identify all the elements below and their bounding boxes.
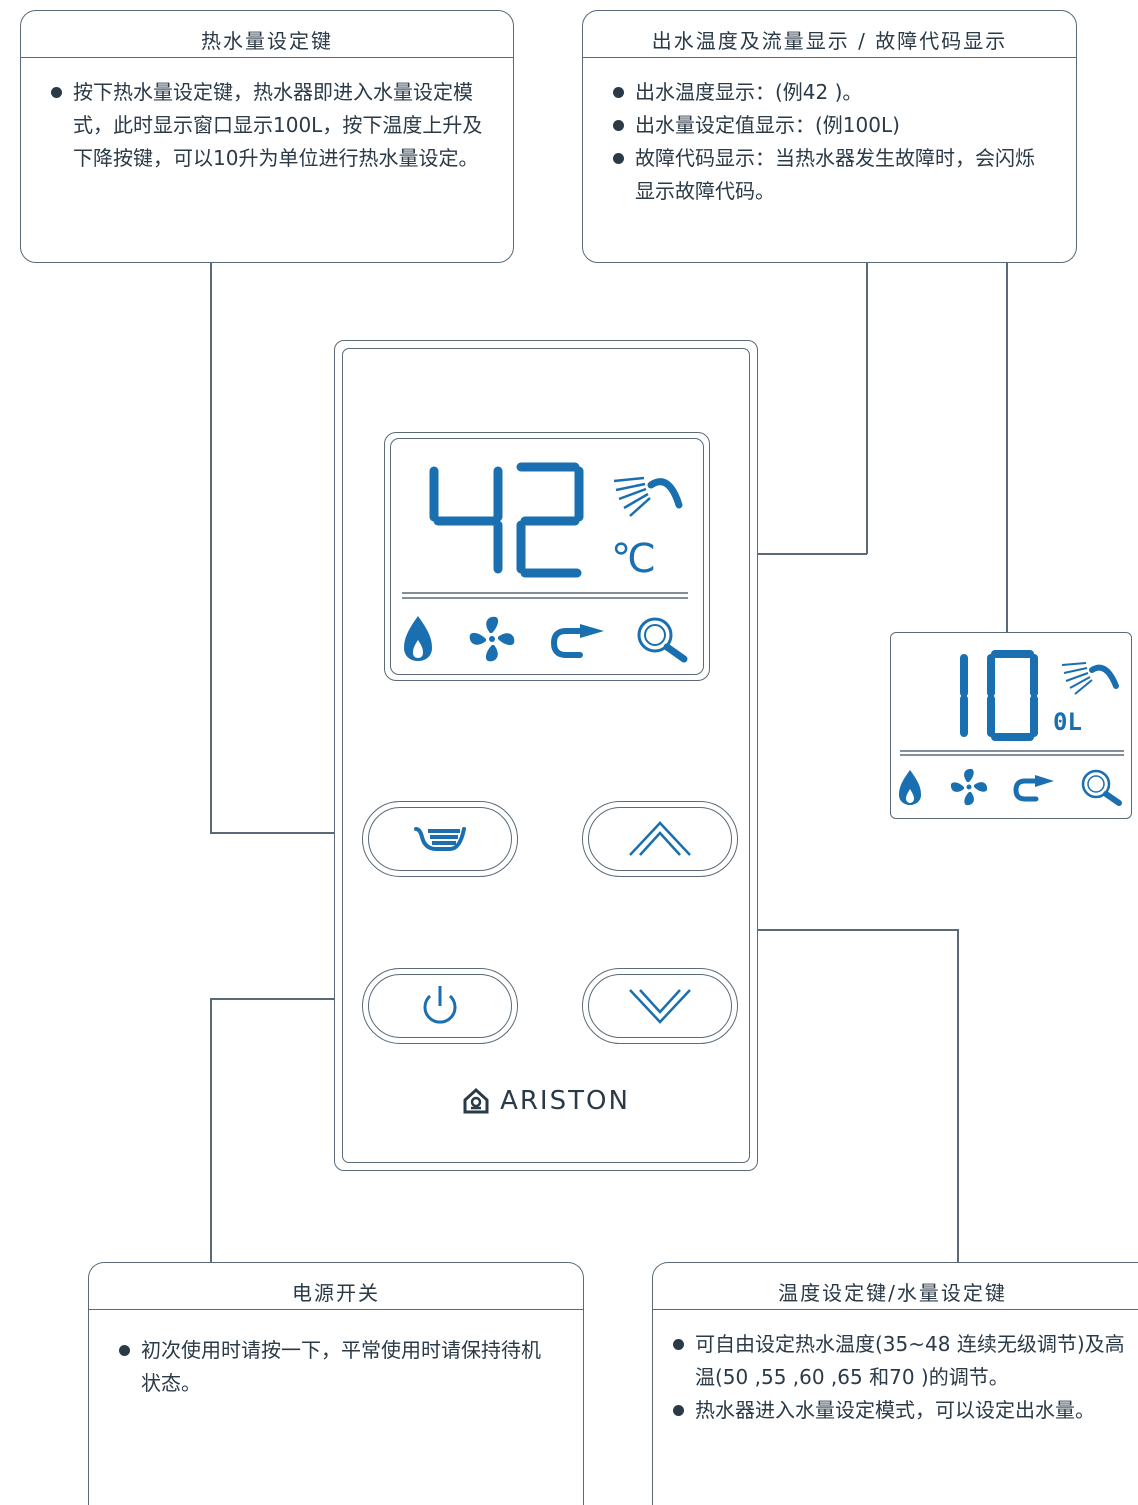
callout-title: 温度设定键/水量设定键 [653, 1263, 1138, 1310]
callout-list: 可自由设定热水温度(35~48 连续无级调节)及高温(50 ,55 ,60 ,6… [653, 1310, 1138, 1427]
volume-lcd-display [890, 632, 1132, 819]
callout-list: 按下热水量设定键，热水器即进入水量设定模式，此时显示窗口显示100L，按下温度上… [21, 58, 513, 175]
callout-item: 热水器进入水量设定模式，可以设定出水量。 [673, 1394, 1134, 1427]
leader-line [1006, 263, 1008, 633]
brand-name: ARISTON [500, 1086, 630, 1116]
callout-title: 热水量设定键 [21, 11, 513, 58]
callout-power: 电源开关 初次使用时请按一下，平常使用时请保持待机状态。 [88, 1262, 584, 1505]
leader-line [700, 929, 958, 931]
arrow-up-icon [629, 821, 691, 856]
callout-item: 按下热水量设定键，热水器即进入水量设定模式，此时显示窗口显示100L，按下温度上… [51, 76, 487, 175]
callout-title: 出水温度及流量显示 / 故障代码显示 [583, 11, 1076, 58]
house-logo-icon [463, 1087, 489, 1114]
button-bezel [368, 807, 512, 871]
callout-item: 初次使用时请按一下，平常使用时请保持待机状态。 [119, 1334, 557, 1400]
hot-water-quantity-button[interactable] [362, 801, 518, 877]
brand-logo: ARISTON [334, 1086, 758, 1116]
callout-temp-set-key: 温度设定键/水量设定键 可自由设定热水温度(35~48 连续无级调节)及高温(5… [652, 1262, 1138, 1505]
callout-item: 出水量设定值显示：(例100L) [613, 109, 1050, 142]
button-bezel [588, 974, 732, 1038]
power-icon [423, 986, 457, 1024]
control-panel-bezel [342, 348, 750, 1163]
callout-item: 故障代码显示：当热水器发生故障时，会闪烁显示故障代码。 [613, 142, 1050, 208]
leader-line [690, 553, 867, 555]
lcd-bezel [390, 438, 704, 675]
callout-display: 出水温度及流量显示 / 故障代码显示 出水温度显示：(例42 )。 出水量设定值… [582, 10, 1077, 263]
volume-unit: 0L [1053, 708, 1082, 736]
callout-title: 电源开关 [89, 1263, 583, 1310]
callout-list: 出水温度显示：(例42 )。 出水量设定值显示：(例100L) 故障代码显示：当… [583, 58, 1076, 208]
button-bezel [368, 974, 512, 1038]
leader-line [957, 929, 959, 1262]
leader-line [210, 832, 365, 834]
button-bezel [588, 807, 732, 871]
main-lcd-display [384, 432, 710, 681]
callout-item: 出水温度显示：(例42 )。 [613, 76, 1050, 109]
callout-item: 可自由设定热水温度(35~48 连续无级调节)及高温(50 ,55 ,60 ,6… [673, 1328, 1134, 1394]
leader-line [210, 998, 365, 1000]
callout-list: 初次使用时请按一下，平常使用时请保持待机状态。 [89, 1310, 583, 1400]
callout-hotwater-key: 热水量设定键 按下热水量设定键，热水器即进入水量设定模式，此时显示窗口显示100… [20, 10, 514, 263]
hot-water-icon [414, 827, 466, 851]
temperature-down-button[interactable] [582, 968, 738, 1044]
temperature-unit: ℃ [611, 536, 656, 582]
arrow-down-icon [629, 989, 691, 1024]
leader-line [210, 263, 212, 833]
leader-line [210, 998, 212, 1262]
temperature-up-button[interactable] [582, 801, 738, 877]
power-button[interactable] [362, 968, 518, 1044]
leader-line [866, 263, 868, 554]
